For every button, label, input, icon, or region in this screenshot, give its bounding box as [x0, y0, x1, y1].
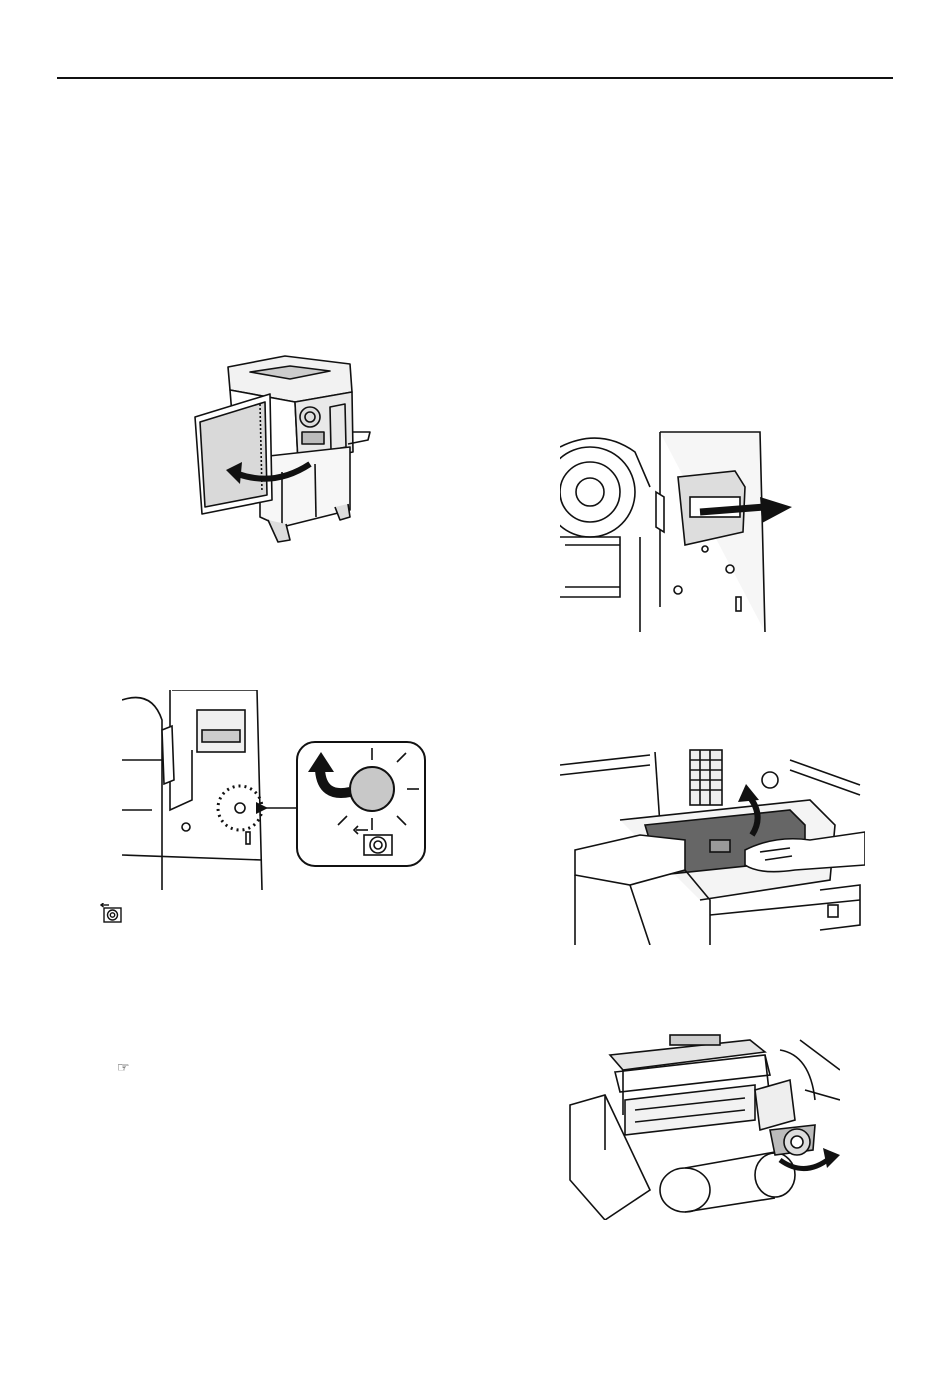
figure-drum-release-button: [122, 690, 427, 890]
drum-release-icon: [100, 903, 124, 923]
figure-open-front-door: [190, 352, 375, 552]
reference-icon: ☞: [117, 1060, 130, 1074]
figure-pull-out-drum: [560, 427, 795, 632]
header-rule: [57, 77, 893, 79]
figure-rotate-roll-knob: [565, 1030, 840, 1220]
figure-lift-master-cover: [560, 740, 865, 945]
